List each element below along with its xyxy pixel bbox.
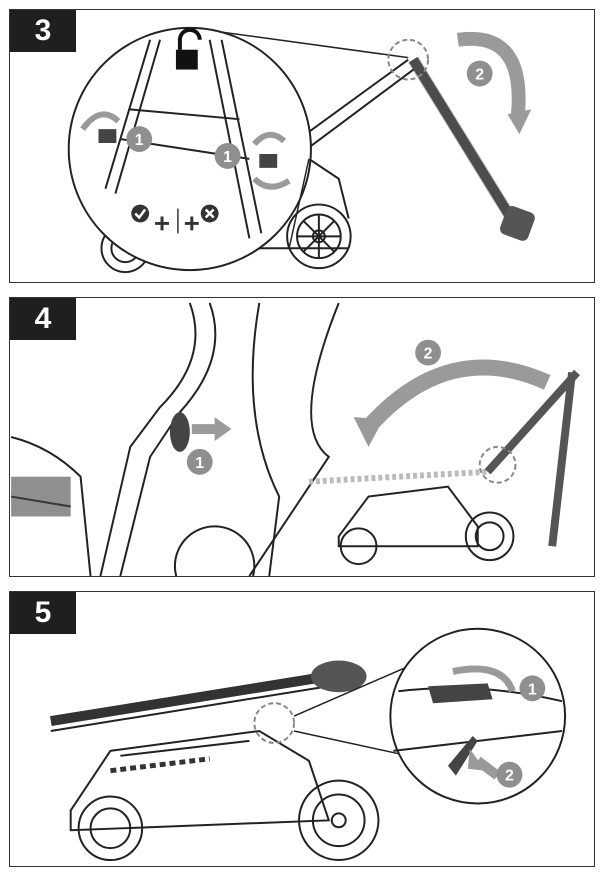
fold-arrow (362, 359, 551, 433)
callout-1a: 1 (135, 132, 144, 149)
knob-icon (169, 412, 190, 452)
folded-handle (50, 666, 360, 726)
step-number: 3 (10, 10, 76, 52)
callout-1: 1 (195, 455, 204, 472)
detail-zoom-circle: 1 2 (389, 627, 567, 805)
step-4-illustration: 1 2 (10, 302, 580, 576)
push-arrow (474, 756, 501, 780)
rear-wheel (298, 779, 380, 862)
rotate-arrow-left (80, 111, 121, 131)
rear-wheel (286, 203, 352, 270)
knob-icon (428, 683, 493, 704)
step-3-illustration: 1 1 (67, 26, 535, 274)
callout-2: 2 (424, 346, 433, 363)
right-knob-icon (259, 153, 278, 168)
callout-1: 1 (528, 681, 537, 698)
left-knob-icon (98, 129, 117, 144)
step-number: 5 (10, 592, 76, 634)
rotate-arrow-right (252, 131, 287, 147)
fold-arrow (456, 31, 526, 120)
x-circle-icon (200, 204, 219, 223)
mower-body (337, 485, 515, 566)
rotate-arrow (452, 665, 516, 693)
step-3-panel: 3 (9, 9, 595, 283)
detail-zoom-circle: 1 1 (67, 26, 409, 272)
callout-2: 2 (475, 66, 484, 83)
check-circle-icon (131, 204, 150, 223)
callout-2: 2 (505, 768, 514, 785)
mower-body (69, 729, 331, 832)
step-5-illustration: 1 2 (50, 627, 567, 862)
step-4-panel: 4 1 2 (9, 297, 595, 577)
front-wheel (77, 795, 144, 862)
step-5-panel: 5 (9, 591, 595, 867)
folding-handle (408, 56, 535, 241)
step-number: 4 (10, 298, 76, 340)
callout-1b: 1 (223, 149, 232, 166)
unlock-icon (175, 27, 202, 70)
